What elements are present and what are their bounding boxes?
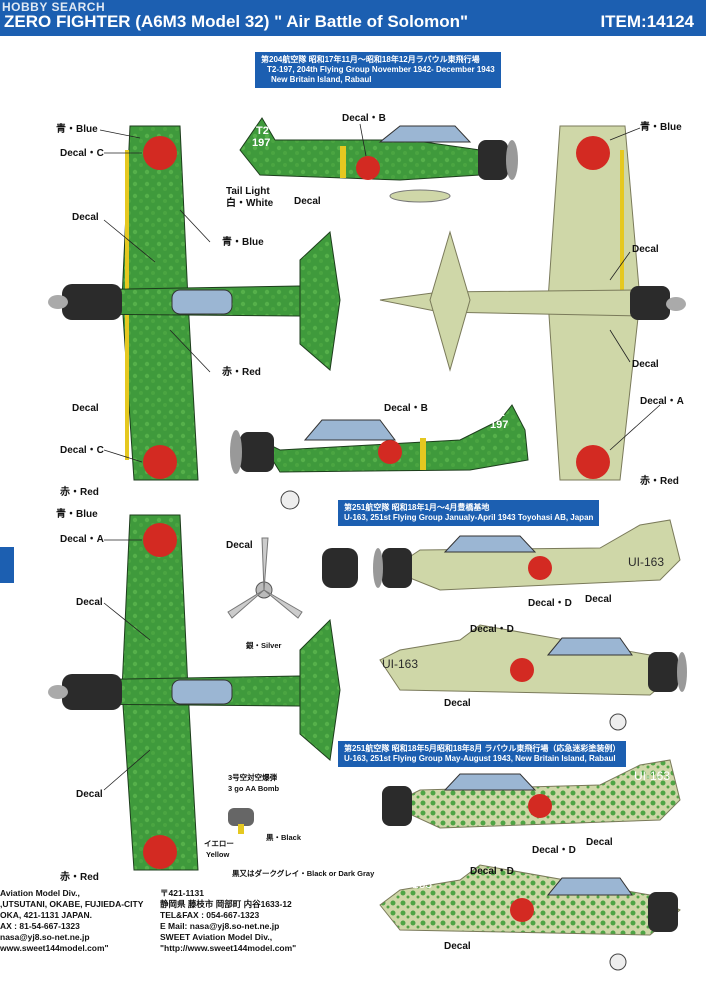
tail-code-u163-1: UI-163 (628, 555, 664, 569)
hinomaru-1a (143, 136, 177, 170)
side-view-u-163-gray-2 (379, 624, 687, 731)
label-decal-d-4: Decal・D (470, 866, 514, 877)
tail-code-u163-2: UI-163 (382, 657, 418, 671)
top-view-u-163 (48, 514, 341, 871)
label-decal-4: Decal (585, 594, 612, 605)
label-white: 白・White (226, 198, 274, 209)
footer-left-line-4: AX : 81-54-667-1323 (0, 921, 80, 931)
side-view-u-163-gray-1 (373, 519, 681, 591)
tailplane-1 (299, 230, 341, 371)
label-decal-1: Decal (72, 212, 99, 223)
label-bomb-en: 3 go AA Bomb (228, 784, 280, 793)
footer-left-line-2: ,UTSUTANI, OKABE, FUJIEDA-CITY (0, 899, 144, 909)
label-decal-3: Decal (294, 196, 321, 207)
label-yellow-en: Yellow (206, 850, 230, 859)
label-decal-c-2: Decal・C (60, 445, 104, 456)
label-decal-d-2: Decal・D (470, 624, 514, 635)
footer-right-line-5: SWEET Aviation Model Div., (160, 932, 273, 942)
label-blue-top-left: 青・Blue (56, 124, 98, 135)
caption-251st-rabaul-line-1: 第251航空隊 昭和18年5月昭和18年8月 ラバウル東飛行場（応急迷彩塗装例） (344, 744, 621, 753)
caption-204th-line-2: T2-197, 204th Flying Group November 1942… (267, 65, 495, 74)
label-blue-mid: 青・Blue (222, 237, 264, 248)
propeller-detail (227, 537, 358, 619)
label-decal-d-3: Decal・D (532, 845, 576, 856)
watermark: HOBBY SEARCH (2, 0, 106, 14)
label-decal-6: Decal (586, 837, 613, 848)
footer-right-line-6: "http://www.sweet144model.com" (160, 943, 297, 953)
label-decal-prop: Decal (226, 540, 253, 551)
label-silver: 銀・Silver (246, 641, 282, 650)
header-bar: HOBBY SEARCH ZERO FIGHTER (A6M3 Model 32… (0, 0, 706, 36)
tail-code-197-lower: 197 (490, 419, 508, 431)
tail-code-t2-lower: T2 (492, 407, 505, 419)
label-black-or-gray: 黒又はダークグレイ・Black or Dark Gray (232, 869, 375, 878)
footer-address-english: Aviation Model Div., ,UTSUTANI, OKABE, F… (0, 888, 143, 954)
side-tab (0, 547, 14, 583)
footer-right-line-4: E Mail: nasa@yj8.so-net.ne.jp (160, 921, 280, 931)
label-red-sec2: 赤・Red (60, 872, 99, 883)
label-decal-right-2: Decal (632, 359, 659, 370)
label-decal-b-2: Decal・B (384, 403, 428, 414)
caption-251st-toyohashi-line-1: 第251航空隊 昭和18年1月～4月豊橋基地 (344, 503, 490, 512)
footer-left-line-5: nasa@yj8.so-net.ne.jp (0, 932, 90, 942)
side-view-t2-197-upper (239, 117, 518, 203)
footer-address-japanese: 〒421-1131 静岡県 藤枝市 岡部町 内谷1633-12 TEL&FAX … (160, 888, 296, 954)
tail-code-t2: T2 (256, 125, 269, 137)
label-decal-right-1: Decal (632, 244, 659, 255)
label-black: 黒・Black (266, 833, 302, 842)
tail-code-197: 197 (252, 137, 270, 149)
label-yellow-jp: イエロー (204, 839, 234, 848)
label-red-mid: 赤・Red (222, 367, 261, 378)
label-decal-a-sec2: Decal・A (60, 534, 104, 545)
caption-251st-rabaul-line-2: U-163, 251st Flying Group May-August 194… (344, 754, 616, 763)
footer-right-line-3: TEL&FAX : 054-667-1323 (160, 910, 260, 920)
label-blue-right: 青・Blue (640, 122, 682, 133)
label-red-right: 赤・Red (640, 476, 679, 487)
bottom-view-t2-197 (379, 125, 686, 481)
label-decal-sec2-2: Decal (76, 789, 103, 800)
bomb-detail (228, 808, 254, 834)
label-blue-sec2: 青・Blue (56, 509, 98, 520)
top-view-t2-197 (48, 125, 341, 481)
cowling-1 (62, 284, 122, 320)
side-view-u-163-mottled-2 (379, 864, 681, 971)
caption-204th-line-3: New Britain Island, Rabaul (271, 75, 372, 84)
label-decal-c-1: Decal・C (60, 148, 104, 159)
item-number: ITEM:14124 (600, 12, 694, 31)
tail-code-u163-4: UI-163 (396, 877, 432, 891)
caption-251st-rabaul: 第251航空隊 昭和18年5月昭和18年8月 ラバウル東飛行場（応急迷彩塗装例）… (338, 741, 627, 767)
label-decal-d-1: Decal・D (528, 598, 572, 609)
label-decal-sec2-1: Decal (76, 597, 103, 608)
hinomaru-side-1 (356, 156, 380, 180)
yellow-leading-edge-1 (125, 150, 129, 300)
footer-left-line-6: www.sweet144model.com" (0, 943, 109, 953)
label-decal-a-right: Decal・A (640, 396, 684, 407)
label-bomb-jp: 3号空対空爆弾 (228, 773, 278, 782)
hinomaru-1b (143, 445, 177, 479)
page-title: ZERO FIGHTER (A6M3 Model 32) " Air Battl… (4, 12, 469, 31)
footer-right-line-1: 〒421-1131 (160, 888, 204, 898)
caption-251st-toyohashi: 第251航空隊 昭和18年1月～4月豊橋基地 U-163, 251st Flyi… (338, 500, 600, 526)
label-decal-2: Decal (72, 403, 99, 414)
side-view-u-163-mottled-1 (382, 759, 681, 829)
tail-code-u163-3: UI-163 (634, 769, 670, 783)
caption-204th-line-1: 第204航空隊 昭和17年11月～昭和18年12月ラバウル東飛行場 (261, 55, 480, 64)
caption-204th: 第204航空隊 昭和17年11月～昭和18年12月ラバウル東飛行場 T2-197… (255, 52, 501, 88)
side-view-t2-197-lower (230, 404, 529, 510)
label-tail-light: Tail Light (226, 186, 270, 197)
canopy-top-1 (171, 289, 233, 315)
label-decal-5: Decal (444, 698, 471, 709)
label-decal-b-1: Decal・B (342, 113, 386, 124)
label-decal-7: Decal (444, 941, 471, 952)
footer-left-line-3: OKA, 421-1131 JAPAN. (0, 910, 92, 920)
footer-right-line-2: 静岡県 藤枝市 岡部町 内谷1633-12 (160, 899, 292, 909)
label-red-bottom-left: 赤・Red (60, 487, 99, 498)
caption-251st-toyohashi-line-2: U-163, 251st Flying Group Janualy-April … (344, 513, 594, 522)
footer-left-line-1: Aviation Model Div., (0, 888, 80, 898)
